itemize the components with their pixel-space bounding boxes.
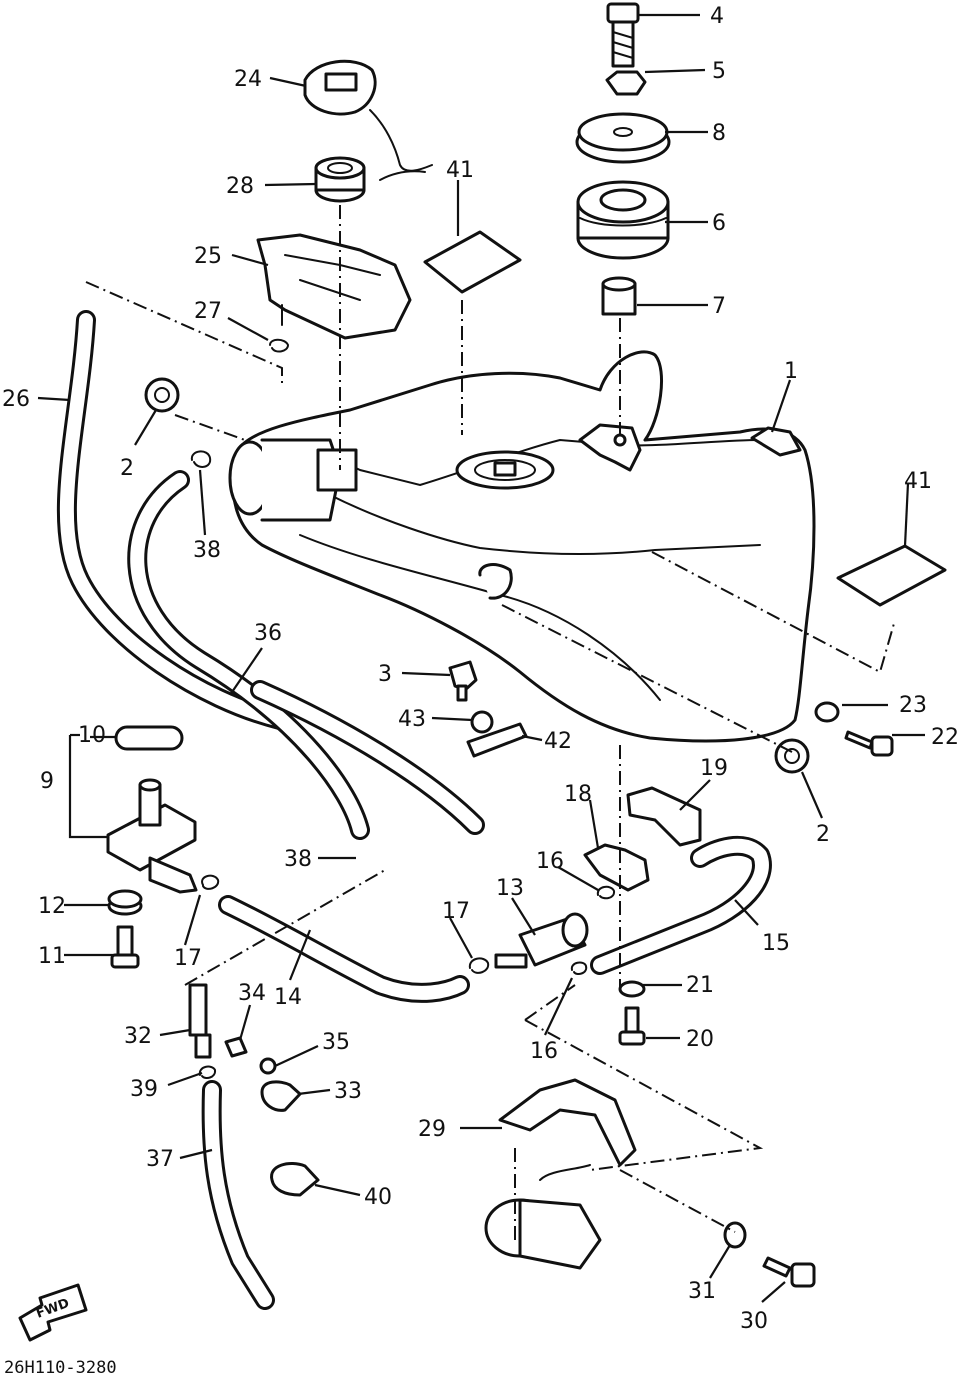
- label-21: 21: [686, 973, 714, 998]
- hose-26: [56, 310, 290, 730]
- label-8: 8: [712, 121, 726, 146]
- label-12: 12: [38, 894, 66, 919]
- clamp-40: [270, 1162, 320, 1197]
- label-29: 29: [418, 1117, 446, 1142]
- fuel-filter-13: [494, 912, 589, 969]
- fuel-cock-9: [106, 778, 198, 894]
- clip-16-bottom: [570, 961, 588, 975]
- label-20: 20: [686, 1027, 714, 1052]
- nut-5: [605, 70, 647, 96]
- label-15: 15: [762, 931, 790, 956]
- cap-24: [303, 59, 433, 181]
- forward-arrow-icon: FWD: [18, 1283, 88, 1342]
- label-38-top: 38: [193, 538, 221, 563]
- label-28: 28: [226, 174, 254, 199]
- label-41-top: 41: [446, 158, 474, 183]
- fuel-tank: [228, 350, 816, 743]
- bolt-22: [844, 730, 894, 757]
- label-17-left: 17: [174, 946, 202, 971]
- label-41-right: 41: [904, 469, 932, 494]
- label-2-left: 2: [120, 456, 134, 481]
- clip-17-left: [201, 874, 220, 890]
- bracket-25: [256, 233, 412, 340]
- hose-36: [127, 470, 485, 840]
- grommet-2-left: [144, 377, 180, 413]
- label-27: 27: [194, 299, 222, 324]
- washer-35: [259, 1057, 277, 1075]
- nut-21: [618, 980, 646, 998]
- label-19: 19: [700, 756, 728, 781]
- label-36: 36: [254, 621, 282, 646]
- bolt-30: [762, 1256, 816, 1288]
- label-33: 33: [334, 1079, 362, 1104]
- label-42: 42: [544, 729, 572, 754]
- label-22: 22: [931, 725, 959, 750]
- label-16-bottom: 16: [530, 1039, 558, 1064]
- bolt-11: [110, 925, 140, 969]
- label-6: 6: [712, 211, 726, 236]
- hose-15: [590, 835, 772, 975]
- bolt-20: [618, 1006, 646, 1046]
- damper-6: [576, 180, 670, 260]
- label-4: 4: [710, 4, 724, 29]
- grommet-28: [314, 156, 366, 203]
- hose-37: [201, 1080, 275, 1310]
- bracket-19: [626, 786, 702, 847]
- label-23: 23: [899, 693, 927, 718]
- collar-7: [601, 276, 637, 316]
- grommet-12: [107, 889, 143, 916]
- part-3: [448, 660, 478, 702]
- label-9: 9: [40, 769, 54, 794]
- nut-31: [723, 1221, 747, 1249]
- part-number-labels: 4 5 8 6 7 24 28 41 25 27 1 26 2 41 38 36…: [2, 4, 959, 1334]
- gasket-10: [114, 725, 184, 751]
- clip-27: [269, 338, 290, 353]
- label-34: 34: [238, 981, 266, 1006]
- bolt-4: [606, 2, 640, 68]
- clamp-33: [260, 1080, 302, 1112]
- fitting-32: [188, 983, 212, 1059]
- label-11: 11: [38, 944, 66, 969]
- clip-16-top: [596, 885, 616, 900]
- label-26: 26: [2, 387, 30, 412]
- label-7: 7: [712, 294, 726, 319]
- label-17-mid: 17: [442, 899, 470, 924]
- label-32: 32: [124, 1024, 152, 1049]
- pad-41-right: [836, 544, 947, 607]
- clip-17-mid: [468, 957, 490, 974]
- label-25: 25: [194, 244, 222, 269]
- clip-39: [198, 1065, 217, 1079]
- label-1: 1: [784, 359, 798, 384]
- label-38-mid: 38: [284, 847, 312, 872]
- part-43: [470, 710, 494, 734]
- hose-14: [218, 895, 470, 1003]
- label-3: 3: [378, 662, 392, 687]
- fuel-pump-29: [484, 1078, 637, 1270]
- label-14: 14: [274, 985, 302, 1010]
- washer-8: [575, 112, 671, 164]
- label-16-top: 16: [536, 849, 564, 874]
- leader-lines: [37, 13, 925, 1303]
- label-30: 30: [740, 1309, 768, 1334]
- label-13: 13: [496, 876, 524, 901]
- label-24: 24: [234, 67, 262, 92]
- label-18: 18: [564, 782, 592, 807]
- label-37: 37: [146, 1147, 174, 1172]
- pad-41-top: [423, 230, 522, 294]
- label-31: 31: [688, 1279, 716, 1304]
- bracket-18: [583, 843, 650, 892]
- diagram-code: 26H110-3280: [4, 1358, 117, 1377]
- label-39: 39: [130, 1077, 158, 1102]
- label-10: 10: [78, 723, 106, 748]
- label-5: 5: [712, 59, 726, 84]
- label-2-right: 2: [816, 822, 830, 847]
- label-40: 40: [364, 1185, 392, 1210]
- screw-34: [224, 1036, 248, 1058]
- label-43: 43: [398, 707, 426, 732]
- collar-23: [814, 701, 840, 723]
- clip-38-top: [190, 450, 212, 468]
- label-35: 35: [322, 1030, 350, 1055]
- grommet-2-right: [774, 738, 810, 774]
